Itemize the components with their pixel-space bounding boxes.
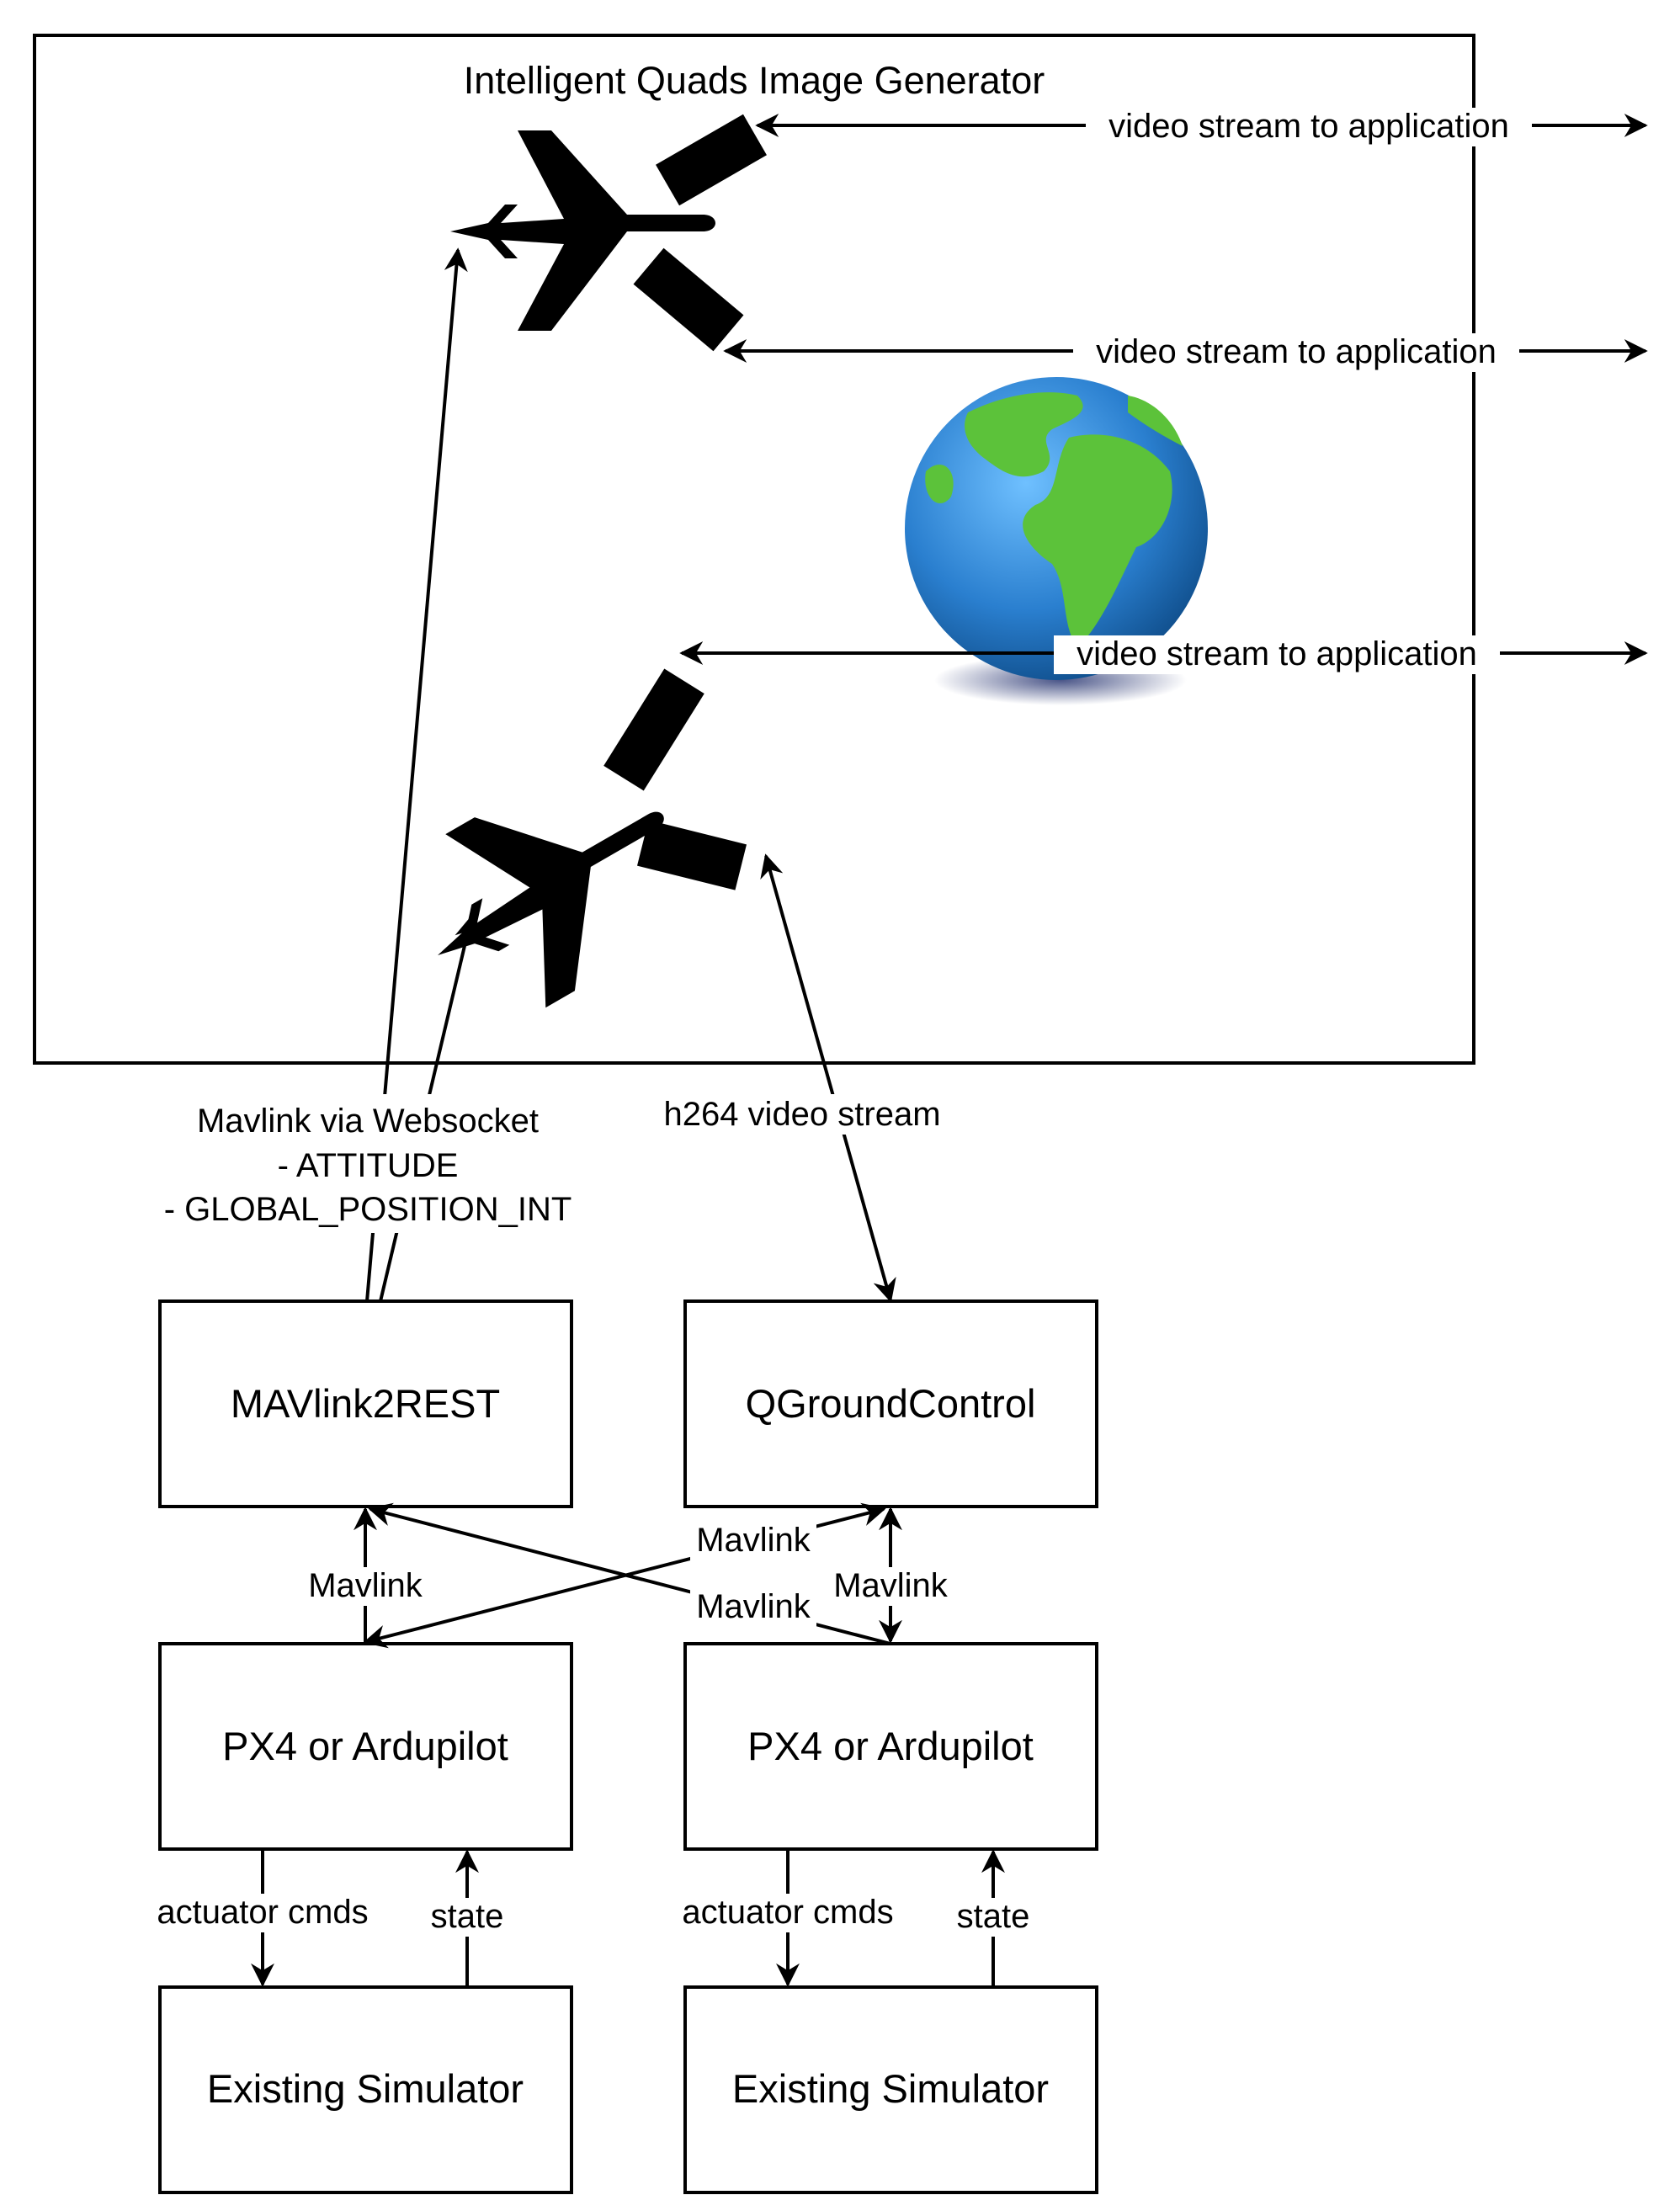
state-left-label: state [431,1898,504,1935]
camera-icon [637,820,747,890]
mavlink-websocket-position: - GLOBAL_POSITION_INT [164,1191,572,1228]
actuator-left-connector: actuator cmds [145,1849,380,1987]
video-stream-arrow: video stream to application [755,108,1648,146]
video-stream-label: video stream to application [1077,635,1477,672]
mavlink-websocket-attitude: - ATTITUDE [278,1147,459,1184]
video-stream-arrow: video stream to application [723,333,1648,372]
px4-right-label: PX4 or Ardupilot [747,1724,1034,1768]
container-title: Intelligent Quads Image Generator [464,59,1045,102]
mavlink-websocket-label: Mavlink via Websocket [197,1103,539,1140]
video-stream-label: video stream to application [1096,333,1497,370]
px4-right-box: PX4 or Ardupilot [683,1642,1098,1851]
video-stream-arrow: video stream to application [679,635,1648,674]
mavlink-right-connector: Mavlink [827,1507,953,1644]
camera-icon [603,668,704,791]
actuator-left-label: actuator cmds [157,1894,368,1931]
mavlink2rest-box: MAVlink2REST [158,1299,573,1508]
h264-label: h264 video stream [663,1096,940,1133]
mavlink-cross-lower-label: Mavlink [696,1588,811,1625]
h264-connector: h264 video stream [644,853,964,1303]
mavlink-websocket-connector: Mavlink via Websocket - ATTITUDE - GLOBA… [126,247,598,1302]
globe-icon [905,377,1208,705]
mavlink-cross-connector: Mavlink Mavlink [363,1502,891,1649]
simulator-right-label: Existing Simulator [732,2066,1049,2111]
airplane-icon [438,811,664,1008]
state-right-label: state [957,1898,1030,1935]
mavlink-right-label: Mavlink [833,1567,949,1604]
mavlink-cross-upper-label: Mavlink [696,1522,811,1559]
simulator-right-box: Existing Simulator [683,1985,1098,2194]
mavlink-left-connector: Mavlink [301,1507,428,1644]
video-stream-label: video stream to application [1108,108,1509,145]
mavlink-left-label: Mavlink [308,1567,423,1604]
state-right-connector: state [943,1849,1044,1987]
simulator-left-box: Existing Simulator [158,1985,573,2194]
state-left-connector: state [417,1849,518,1987]
qgroundcontrol-box: QGroundControl [683,1299,1098,1508]
px4-left-label: PX4 or Ardupilot [222,1724,508,1768]
simulator-left-label: Existing Simulator [207,2066,524,2111]
mavlink2rest-label: MAVlink2REST [231,1381,500,1426]
airplane-icon [450,130,715,331]
px4-left-box: PX4 or Ardupilot [158,1642,573,1851]
qgroundcontrol-label: QGroundControl [746,1381,1036,1426]
image-generator-container [33,34,1475,1065]
camera-icon [633,247,744,352]
actuator-right-connector: actuator cmds [670,1849,906,1987]
actuator-right-label: actuator cmds [682,1894,893,1931]
camera-icon [656,114,767,206]
